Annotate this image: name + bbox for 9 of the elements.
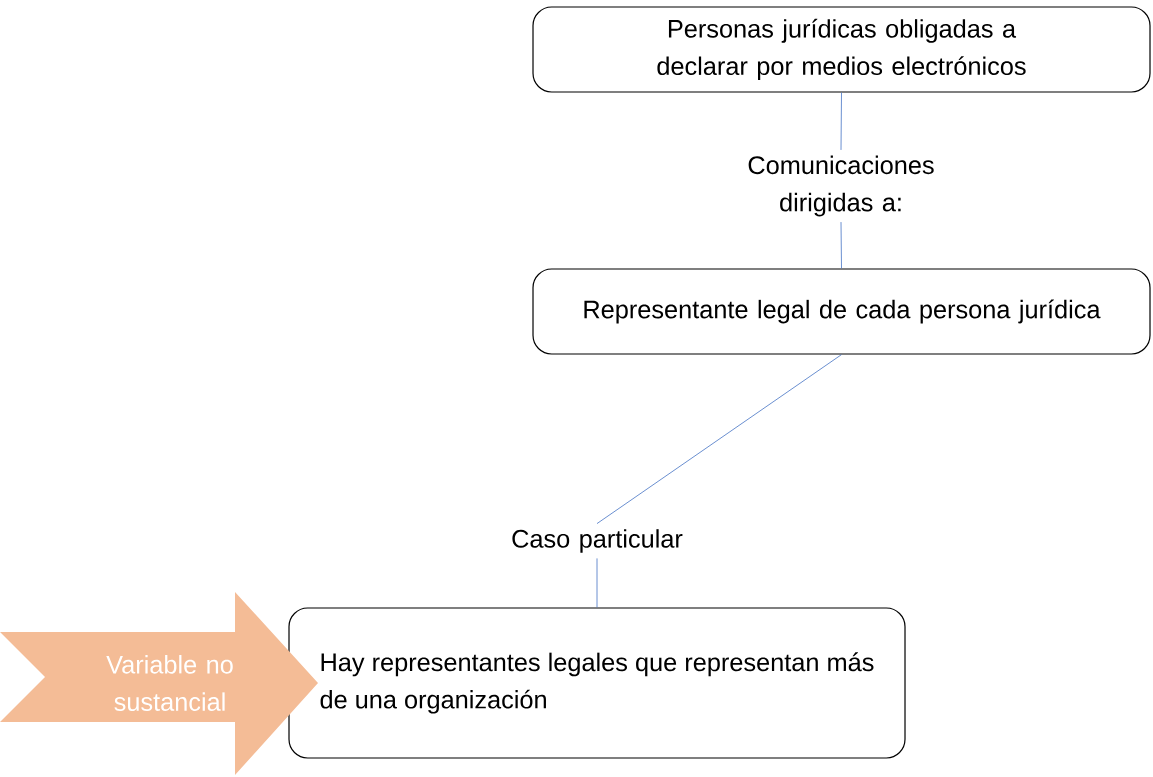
rounded-box: Representante legal de cada persona jurídica — [532, 268, 1151, 355]
connector-label: Comunicaciones dirigidas a: — [748, 155, 934, 217]
rounded-box: Hay representantes legales que representan más de una organización — [288, 607, 906, 759]
connector-line — [596, 558, 598, 608]
connector-line — [596, 354, 842, 524]
connector-label: Caso particular — [512, 529, 683, 553]
connector-line — [840, 221, 842, 269]
rounded-box: Personas jurídicas obligadas a declarar por medios electrónicos — [532, 6, 1151, 93]
connector-line — [840, 92, 842, 151]
